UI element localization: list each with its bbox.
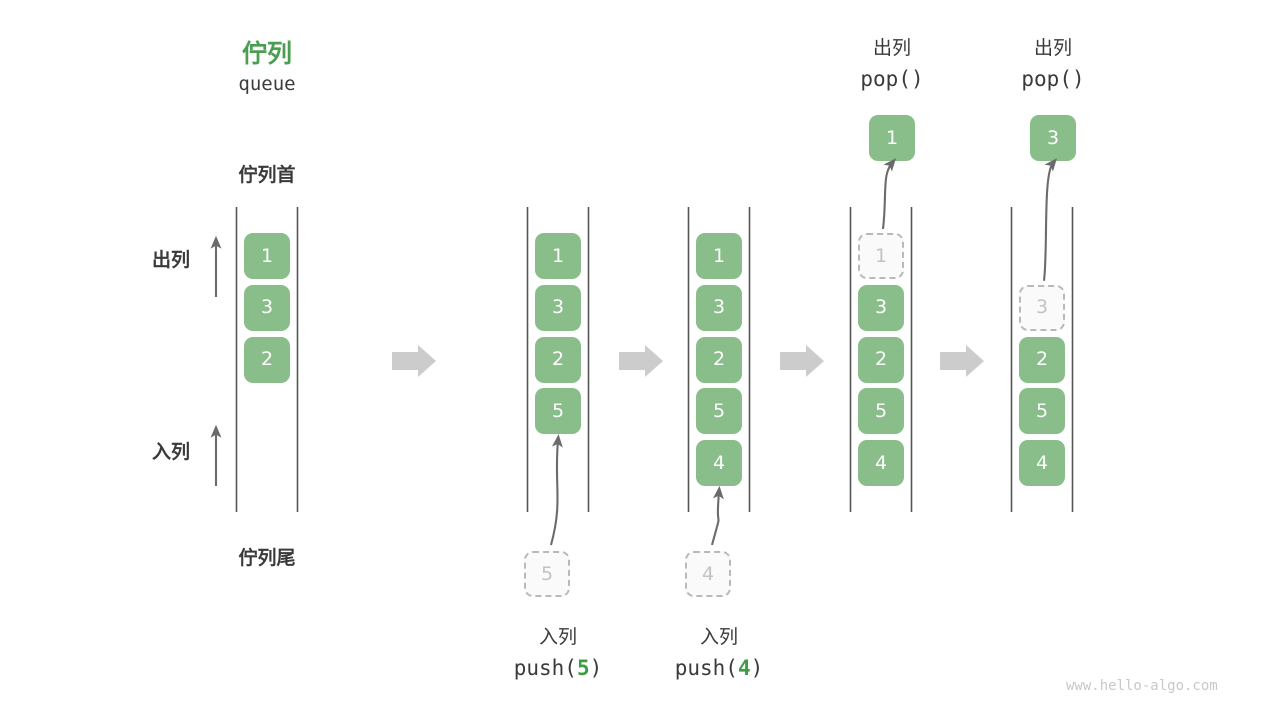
queue-cell: 2 — [535, 336, 581, 383]
dequeue-direction-label: 出列 — [151, 250, 190, 271]
queue-cell: 1 — [535, 233, 581, 279]
pop-result-cell: 3 — [1030, 115, 1076, 161]
pop-result-cell: 1 — [869, 115, 915, 161]
pop-caption-cn: 出列 — [1033, 38, 1072, 59]
queue-cell: 1 — [244, 233, 290, 279]
pop-arrow — [881, 158, 897, 230]
push-source-cell: 5 — [524, 551, 570, 597]
queue-tail-label: 佇列尾 — [238, 548, 296, 569]
queue-cell: 5 — [696, 388, 742, 435]
queue-cell-ghost: 3 — [1019, 284, 1065, 331]
pop-caption-cn: 出列 — [872, 38, 911, 59]
diagram-title-en: queue — [238, 73, 296, 95]
queue-cell: 4 — [1019, 440, 1065, 487]
queue-cell: 2 — [696, 336, 742, 383]
queue-cell: 2 — [244, 336, 290, 383]
flow-arrow — [619, 345, 663, 377]
push-arrow — [549, 434, 563, 546]
queue-cell: 5 — [535, 388, 581, 435]
push-argument: 5 — [576, 656, 590, 680]
watermark: www.hello-algo.com — [1066, 678, 1218, 694]
push-arrow — [710, 485, 724, 546]
queue-cell: 3 — [696, 284, 742, 331]
queue-head-label: 佇列首 — [238, 165, 296, 186]
queue-cell: 3 — [244, 284, 290, 331]
queue-cell: 3 — [858, 284, 904, 331]
queue-cell: 1 — [696, 233, 742, 279]
push-argument: 4 — [737, 656, 751, 680]
queue-cell: 5 — [858, 388, 904, 435]
queue-cell: 5 — [1019, 388, 1065, 435]
queue-cell: 3 — [535, 284, 581, 331]
push-caption-cn: 入列 — [699, 627, 738, 648]
queue-cell-ghost: 1 — [858, 233, 904, 279]
pop-arrow — [1042, 158, 1058, 281]
enqueue-direction-label: 入列 — [151, 442, 190, 463]
flow-arrow — [780, 345, 824, 377]
queue-cell: 4 — [696, 440, 742, 487]
pop-caption-code: pop() — [860, 67, 924, 91]
queue-cell: 2 — [858, 336, 904, 383]
push-caption-cn: 入列 — [538, 627, 577, 648]
push-caption-code: push(5) — [513, 656, 603, 680]
queue-cell: 2 — [1019, 336, 1065, 383]
flow-arrow — [392, 345, 436, 377]
queue-cell: 4 — [858, 440, 904, 487]
push-source-cell: 4 — [685, 551, 731, 597]
push-caption-code: push(4) — [674, 656, 764, 680]
flow-arrow — [940, 345, 984, 377]
pop-caption-code: pop() — [1021, 67, 1085, 91]
diagram-title-cn: 佇列 — [241, 40, 292, 68]
